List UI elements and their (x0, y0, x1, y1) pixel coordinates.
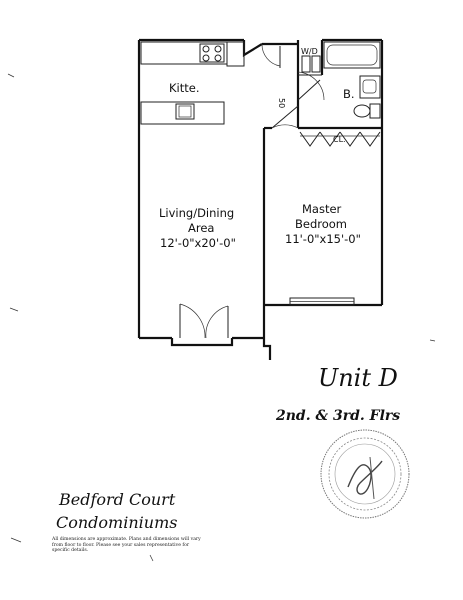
unit-floors: 2nd. & 3rd. Flrs (276, 408, 401, 424)
brand-line-2: Condominiums (56, 513, 178, 532)
closet-label: CL. (333, 135, 346, 144)
living-label-line1: Living/Dining (159, 206, 234, 220)
wd-label: W/D (301, 47, 318, 56)
bath-fixtures (323, 41, 381, 119)
closet-small-label: 50 (277, 98, 286, 108)
doors (179, 43, 381, 339)
windows (289, 297, 355, 306)
brand-line-1: Bedford Court (59, 490, 176, 509)
bedroom-size: 11'-0"x15'-0" (285, 232, 361, 246)
living-label-line2: Area (188, 221, 214, 235)
bedroom-label-line1: Master (302, 202, 342, 216)
outer-walls (137, 38, 384, 360)
living-size: 12'-0"x20'-0" (160, 236, 236, 250)
disclaimer-text: All dimensions are approximate. Plans an… (52, 537, 201, 554)
interior-walls (242, 40, 382, 338)
bath-label: B. (343, 87, 355, 101)
kitchen-counters (140, 41, 245, 125)
bedroom-label-line2: Bedroom (295, 217, 347, 231)
seal-icon (320, 429, 410, 519)
washer-dryer (301, 55, 321, 73)
scan-specks (7, 73, 436, 562)
kitchen-label: Kitte. (169, 81, 200, 95)
unit-title: Unit D (318, 364, 398, 392)
